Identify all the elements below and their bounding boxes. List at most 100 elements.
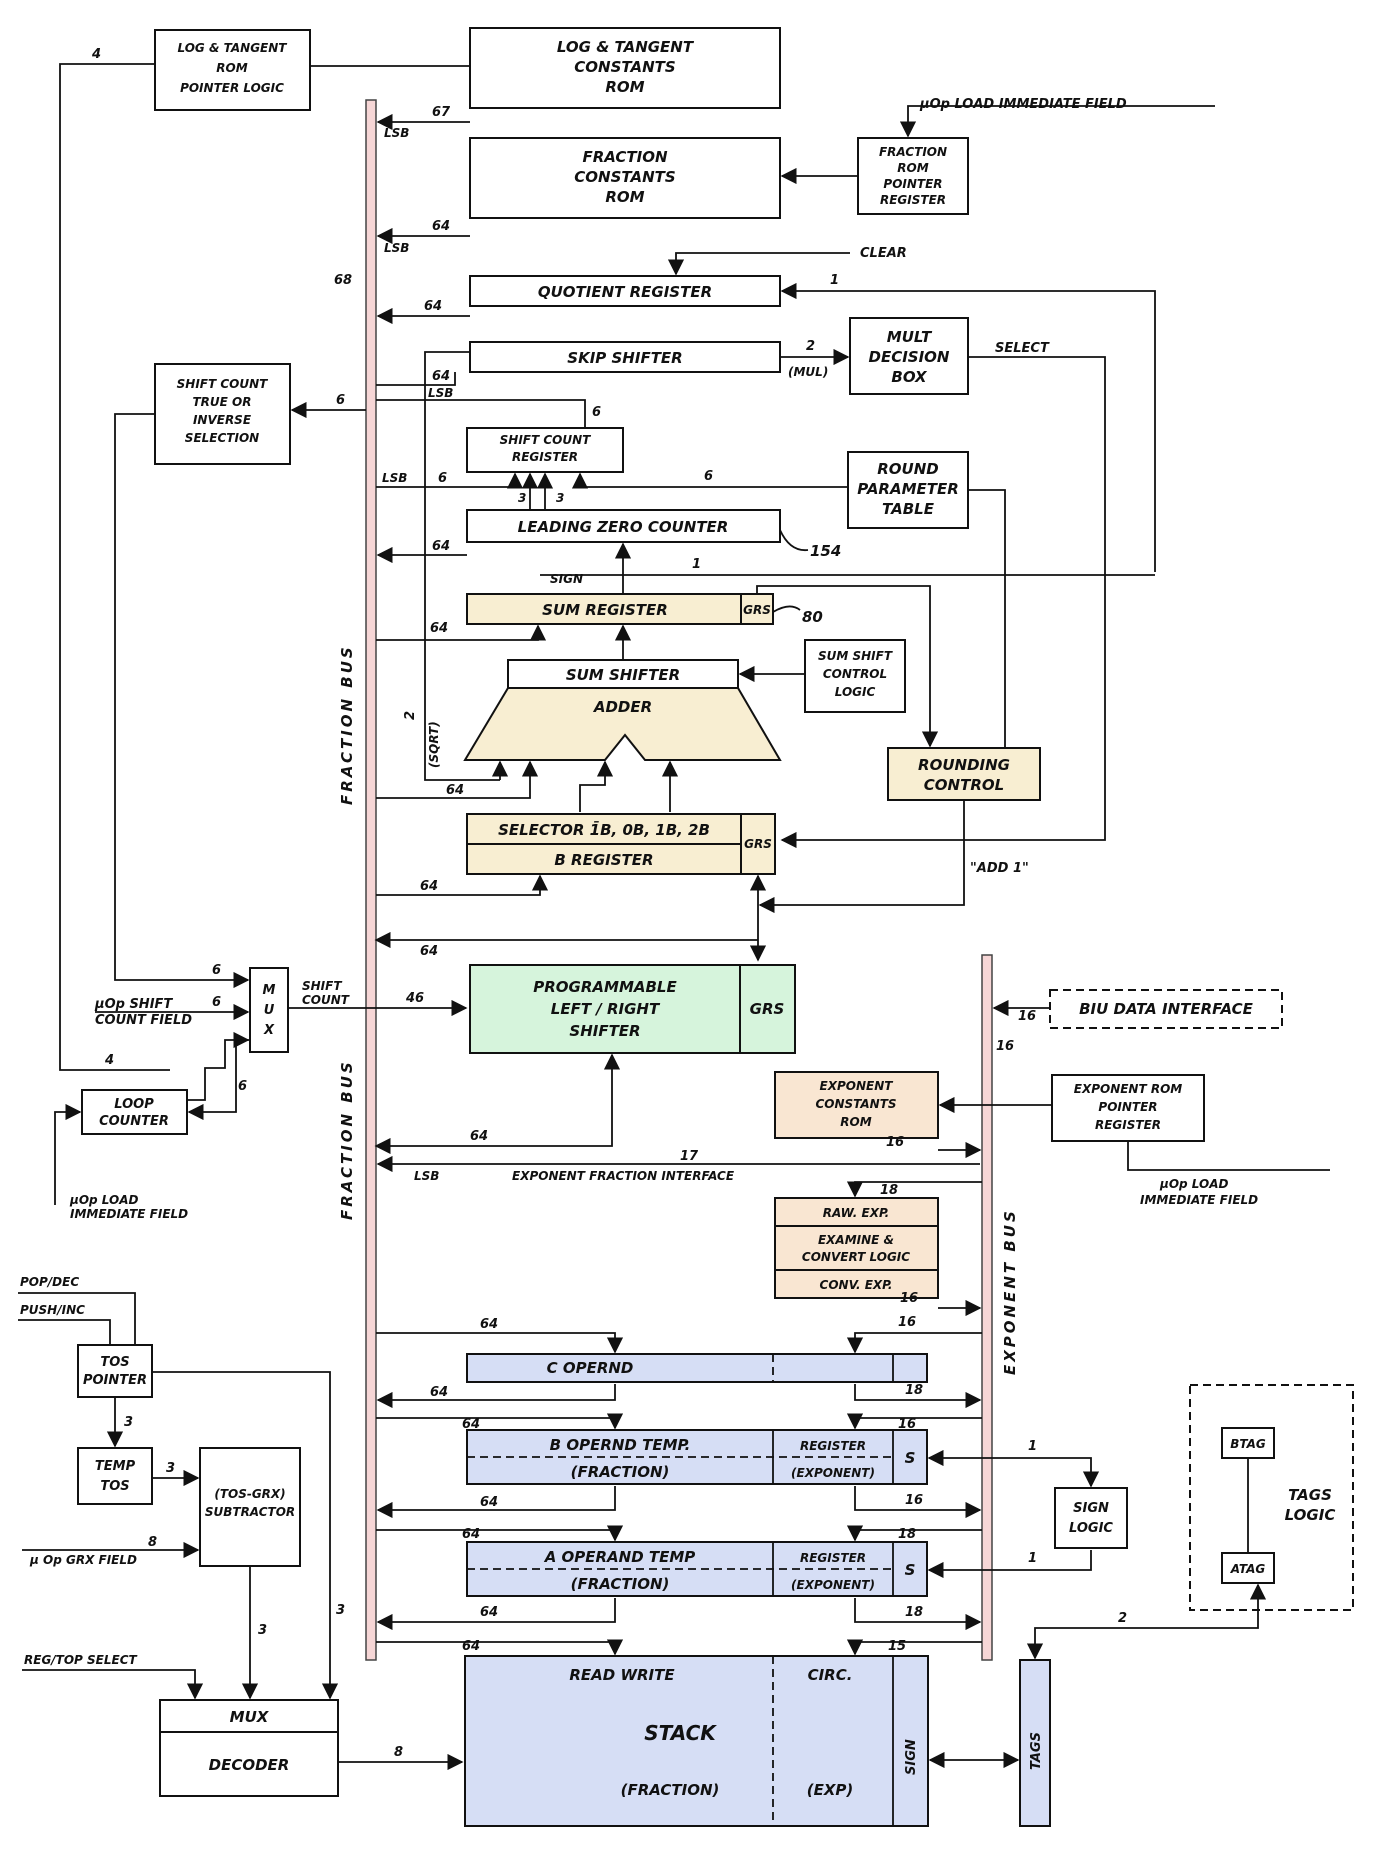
svg-text:SIGN: SIGN bbox=[904, 1739, 919, 1775]
svg-text:TABLE: TABLE bbox=[882, 500, 935, 518]
wire-grs-ref bbox=[772, 605, 801, 613]
wire-exp-a bbox=[846, 1525, 982, 1542]
width-16-f: 16 bbox=[898, 1417, 916, 1432]
width-2-c: 2 bbox=[1118, 1611, 1127, 1626]
programmable-shifter: PROGRAMMABLE LEFT / RIGHT SHIFTER GRS bbox=[469, 964, 796, 1054]
mul-label: (MUL) bbox=[788, 365, 828, 379]
wire-a-exp bbox=[854, 1598, 982, 1631]
width-6-d: 6 bbox=[704, 469, 713, 484]
svg-text:CIRC.: CIRC. bbox=[808, 1666, 853, 1684]
svg-text:REGISTER: REGISTER bbox=[512, 450, 578, 464]
wire-a-bus bbox=[376, 1598, 616, 1631]
wire-c-exp bbox=[854, 1384, 982, 1409]
wire-sign-b bbox=[927, 1449, 1100, 1488]
wire-grs-rounding bbox=[756, 585, 939, 748]
wire-sign-a bbox=[927, 1550, 1092, 1579]
wire-b-exp bbox=[854, 1486, 982, 1519]
rounding-control: ROUNDING CONTROL bbox=[887, 747, 1041, 801]
wire-add1 bbox=[758, 800, 965, 914]
svg-text:CONSTANTS: CONSTANTS bbox=[574, 168, 675, 186]
width-1-d: 1 bbox=[1028, 1551, 1037, 1566]
ref-80: 80 bbox=[802, 608, 823, 626]
lsb-4: LSB bbox=[382, 471, 407, 485]
width-3-e: 3 bbox=[166, 1461, 175, 1476]
wire-b-bus bbox=[376, 1486, 616, 1519]
svg-text:FRACTION: FRACTION bbox=[582, 148, 668, 166]
width-64-p: 64 bbox=[462, 1639, 480, 1654]
lsb-2: LSB bbox=[384, 241, 409, 255]
svg-text:TOS: TOS bbox=[100, 1479, 129, 1494]
svg-text:STACK: STACK bbox=[644, 1721, 717, 1745]
width-64-n: 64 bbox=[462, 1527, 480, 1542]
width-18-b: 18 bbox=[905, 1383, 923, 1398]
svg-text:LEADING ZERO COUNTER: LEADING ZERO COUNTER bbox=[518, 518, 729, 536]
sqrt-label: (SQRT) bbox=[427, 721, 441, 768]
svg-text:LEFT / RIGHT: LEFT / RIGHT bbox=[551, 1000, 661, 1018]
svg-text:(EXPONENT): (EXPONENT) bbox=[791, 1466, 875, 1480]
svg-text:TAGS: TAGS bbox=[1288, 1486, 1332, 1504]
svg-text:LOG & TANGENT: LOG & TANGENT bbox=[557, 38, 695, 56]
svg-text:SELECTION: SELECTION bbox=[185, 431, 259, 445]
svg-text:X: X bbox=[263, 1023, 275, 1038]
shift-count-label-2: COUNT bbox=[302, 993, 350, 1007]
raw-exp: RAW. EXP. bbox=[774, 1197, 939, 1227]
svg-text:SIGN: SIGN bbox=[1073, 1501, 1109, 1516]
a-operand-temp-register: A OPERAND TEMP (FRACTION) REGISTER (EXPO… bbox=[466, 1541, 928, 1597]
svg-text:POINTER LOGIC: POINTER LOGIC bbox=[180, 81, 284, 95]
svg-text:CONV. EXP.: CONV. EXP. bbox=[820, 1278, 893, 1292]
width-4-b: 4 bbox=[104, 1053, 114, 1068]
width-64-o: 64 bbox=[480, 1605, 498, 1620]
wire-tos-mux bbox=[152, 1371, 339, 1700]
width-64-a: 64 bbox=[432, 219, 450, 234]
width-6-c: 6 bbox=[438, 471, 447, 486]
wire-reg-top bbox=[22, 1669, 204, 1700]
width-64-l: 64 bbox=[462, 1417, 480, 1432]
svg-text:(TOS-GRX): (TOS-GRX) bbox=[214, 1487, 285, 1501]
fraction-constants-rom: FRACTION CONSTANTS ROM bbox=[469, 137, 781, 219]
svg-text:SHIFT COUNT: SHIFT COUNT bbox=[177, 377, 269, 391]
ref-154: 154 bbox=[810, 542, 841, 560]
tags-column: TAGS bbox=[1019, 1659, 1051, 1827]
svg-text:READ WRITE: READ WRITE bbox=[569, 1666, 675, 1684]
svg-text:SUM SHIFT: SUM SHIFT bbox=[818, 649, 893, 663]
b-operand-temp-register: B OPERND TEMP. (FRACTION) REGISTER (EXPO… bbox=[466, 1429, 928, 1485]
svg-text:GRS: GRS bbox=[743, 603, 771, 617]
svg-text:REGISTER: REGISTER bbox=[800, 1551, 866, 1565]
exponent-constants-rom: EXPONENT CONSTANTS ROM bbox=[774, 1071, 939, 1139]
svg-text:LOG & TANGENT: LOG & TANGENT bbox=[178, 41, 288, 55]
width-64-b: 64 bbox=[424, 299, 442, 314]
svg-text:LOGIC: LOGIC bbox=[1285, 1506, 1336, 1524]
log-tangent-rom-pointer-logic: LOG & TANGENT ROM POINTER LOGIC bbox=[154, 29, 311, 111]
wire-skip-bus bbox=[376, 372, 456, 386]
shift-count-selection: SHIFT COUNT TRUE OR INVERSE SELECTION bbox=[154, 363, 291, 465]
wire-tags bbox=[1026, 1583, 1267, 1660]
svg-text:ROUNDING: ROUNDING bbox=[918, 756, 1010, 774]
tags-logic: BTAG ATAG TAGS LOGIC bbox=[1189, 1384, 1354, 1611]
width-6-b: 6 bbox=[592, 405, 601, 420]
svg-text:MUX: MUX bbox=[230, 1708, 270, 1726]
svg-text:(FRACTION): (FRACTION) bbox=[571, 1575, 670, 1593]
round-parameter-table: ROUND PARAMETER TABLE bbox=[847, 451, 969, 529]
wire-quotient-feedback bbox=[780, 282, 1156, 572]
svg-text:INVERSE: INVERSE bbox=[193, 413, 252, 427]
svg-text:(EXPONENT): (EXPONENT) bbox=[791, 1578, 875, 1592]
width-64-h: 64 bbox=[420, 944, 438, 959]
wire-bus-b bbox=[376, 1413, 624, 1430]
wire-push-inc bbox=[18, 1319, 111, 1345]
width-3-c: 3 bbox=[124, 1415, 133, 1430]
wire-left-loop bbox=[59, 63, 170, 1071]
wire-expbus-raw bbox=[846, 1181, 982, 1198]
svg-text:(FRACTION): (FRACTION) bbox=[571, 1463, 670, 1481]
pop-dec-label: POP/DEC bbox=[20, 1275, 79, 1289]
wire-clear bbox=[667, 252, 850, 276]
svg-text:LOGIC: LOGIC bbox=[835, 685, 876, 699]
svg-text:RAW. EXP.: RAW. EXP. bbox=[823, 1206, 890, 1220]
log-tangent-constants-rom: LOG & TANGENT CONSTANTS ROM bbox=[469, 27, 781, 109]
width-15: 15 bbox=[888, 1639, 906, 1654]
svg-text:ROM: ROM bbox=[605, 188, 644, 206]
width-1-b: 1 bbox=[692, 557, 701, 572]
svg-text:SUM SHIFTER: SUM SHIFTER bbox=[566, 666, 680, 684]
svg-text:COUNTER: COUNTER bbox=[99, 1114, 169, 1129]
wire-bus-stack bbox=[376, 1639, 624, 1656]
shift-count-label-1: SHIFT bbox=[302, 979, 342, 993]
